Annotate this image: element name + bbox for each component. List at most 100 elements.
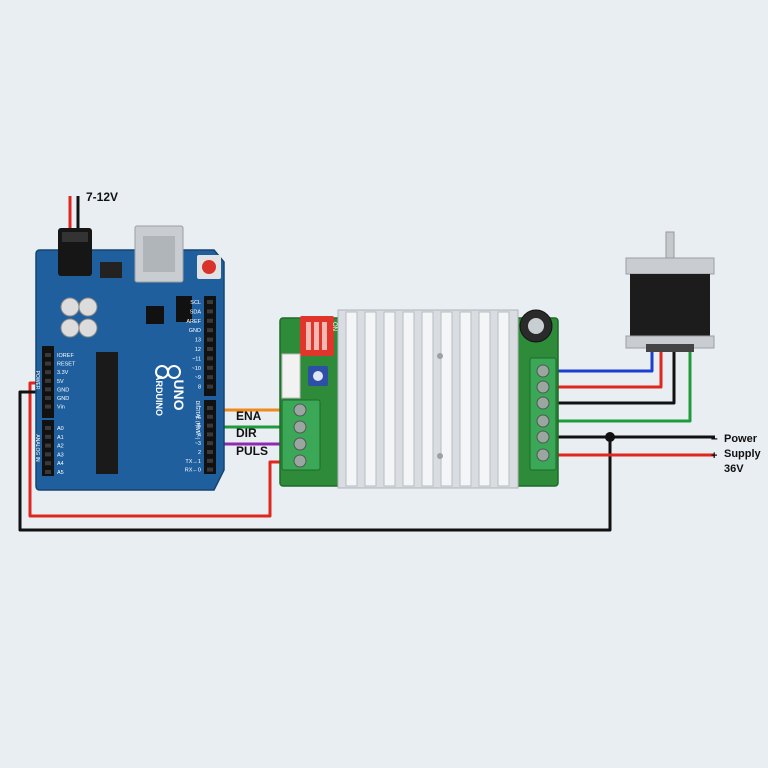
header-pin [207,328,213,333]
labels: 7-12V ENA DIR PULS – + Power Supply 36V [86,190,762,475]
digital-pin-label: TX→1 [185,459,201,465]
output-terminal-block [529,357,557,471]
heatsink-fin [497,311,510,487]
power-pin-label: IOREF [57,353,74,359]
capacitor-3 [60,318,80,338]
digital-pin-label: ~6 [195,415,201,421]
top-pin-label: 13 [195,338,201,344]
power-pin-label: GND [57,396,69,402]
header-pin [207,384,213,389]
arduino-model: UNO [171,379,187,410]
wire-motor-green [556,350,692,423]
wire-5v-red [28,381,282,518]
digital-header-bottom [204,400,216,474]
stepper-driver-board: ON [279,309,559,489]
digital-header-label: DIGITAL (PWM~) [194,401,200,440]
header-pin [45,378,51,383]
header-pin [45,370,51,375]
header-pin [45,387,51,392]
puls-label: PULS [236,444,268,458]
usb-chip [146,306,164,324]
header-pin [207,337,213,342]
terminal-screw [536,414,550,428]
vin-label: 7-12V [86,190,118,204]
output-screws [536,364,550,462]
heatsink-screw [437,353,443,359]
analog-pin-label: A0 [57,426,64,432]
digital-pin-label: ~3 [195,441,201,447]
ps-plus-sign: + [711,450,717,462]
analog-pin-label: A2 [57,444,64,450]
header-pin [207,318,213,323]
heatsink-fin [364,311,377,487]
signal-connector [281,353,301,399]
header-pin [207,450,213,454]
heatsink-fin [440,311,453,487]
terminal-screw [536,430,550,444]
header-pin [207,300,213,304]
header-pin [45,353,51,357]
header-pin [45,443,51,448]
power-supply-line3: 36V [724,463,744,475]
header-pin [207,406,213,410]
header-pin [45,426,51,430]
heatsink-fin [383,311,396,487]
digital-pin-label: 7 [198,406,201,412]
analog-pin-label: A1 [57,435,64,441]
header-pin [207,467,213,472]
terminal-screw [536,448,550,462]
arduino-uno-board: ARDUINO UNO POWER ANALOG IN DIGITAL (PWM… [34,225,225,491]
header-pin [207,356,213,361]
top-pin-label: ~9 [195,375,201,381]
power-pin-label: 5V [57,379,64,385]
wire-motor-blue [556,350,654,373]
terminal-screw [536,380,550,394]
header-pin [207,365,213,370]
top-pin-label: 8 [198,385,201,391]
digital-pin-label: 4 [198,432,201,438]
arduino-logo-icon [155,365,181,379]
wire-motor-black [556,350,676,405]
analog-pin-label: A3 [57,452,64,458]
power-pin-label: Vin [57,405,65,411]
header-pin [207,458,213,463]
input-terminal-block [281,399,321,471]
heatsink-fin [345,311,358,487]
header-pin [45,461,51,466]
header-pin [207,375,213,380]
ps-minus-sign: – [711,431,718,445]
header-pin [45,470,51,474]
analog-pin-label: A5 [57,470,64,476]
header-pin [207,347,213,351]
header-pin [45,361,51,366]
terminal-screw [536,364,550,378]
dip-switch-label: ON [331,322,337,331]
digital-pin-label: RX←0 [185,468,201,474]
header-pin [45,434,51,439]
terminal-screw [536,396,550,410]
top-pin-label: 12 [195,347,201,353]
header-pin [207,441,213,446]
top-pin-label: ~10 [192,366,201,372]
power-header-label: POWER [34,371,40,390]
top-pin-label: SDA [190,309,202,315]
header-pin [45,452,51,457]
power-pin-label: RESET [57,362,76,368]
wire-gnd-black [18,390,612,532]
heatsink-fin [459,311,472,487]
heatsink-fin [478,311,491,487]
heatsink-fin [402,311,415,487]
top-pin-label: GND [189,328,201,334]
top-pin-label: SCL [190,300,201,306]
ena-label: ENA [236,409,262,423]
header-pin [45,396,51,400]
heatsink-fins [345,311,510,487]
arduino-brand: ARDUINO [154,374,164,416]
digital-pin-label: 2 [198,450,201,456]
gnd-junction-dot [605,432,615,442]
dir-label: DIR [236,426,257,440]
wire-motor-red [556,350,663,389]
header-pin [45,404,51,409]
